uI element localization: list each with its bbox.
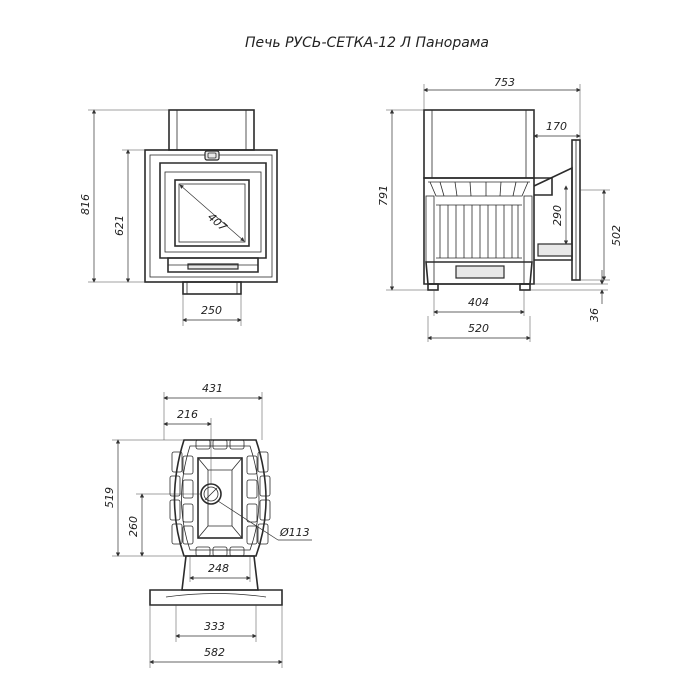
top-view: Ø113 431 216 519 260 248 333 [103, 382, 312, 668]
dim-top-width-total: 431 [202, 382, 223, 395]
dim-front-height-total: 816 [79, 194, 92, 215]
front-view: 407 816 621 250 [79, 109, 278, 326]
dim-top-width-half: 216 [177, 408, 198, 421]
dim-front-height-body: 621 [113, 215, 126, 236]
dim-side-tunnel-length: 170 [546, 120, 567, 133]
side-view: 753 170 791 290 502 404 520 36 [377, 76, 623, 342]
dim-top-depth-half: 260 [127, 516, 140, 537]
dim-front-base-width: 250 [201, 304, 222, 317]
dim-side-inner-width: 404 [468, 296, 489, 309]
dim-side-foot-height: 36 [588, 308, 601, 322]
dim-side-length-total: 753 [494, 76, 515, 89]
dim-side-height-total: 791 [377, 185, 390, 206]
dim-top-tunnel-width: 248 [208, 562, 229, 575]
dim-top-chimney-diameter: Ø113 [279, 526, 310, 539]
dim-top-tunnel-outer: 582 [204, 646, 225, 659]
dim-glass-diagonal: 407 [205, 210, 229, 234]
dim-side-door-height: 502 [610, 225, 623, 246]
dim-side-tunnel-height: 290 [551, 205, 564, 226]
dim-top-tunnel-inner: 333 [204, 620, 225, 633]
dim-side-body-width: 520 [468, 322, 489, 335]
dim-top-depth-total: 519 [103, 487, 116, 508]
drawing-title: Печь РУСЬ-СЕТКА-12 Л Панорама [245, 35, 489, 51]
